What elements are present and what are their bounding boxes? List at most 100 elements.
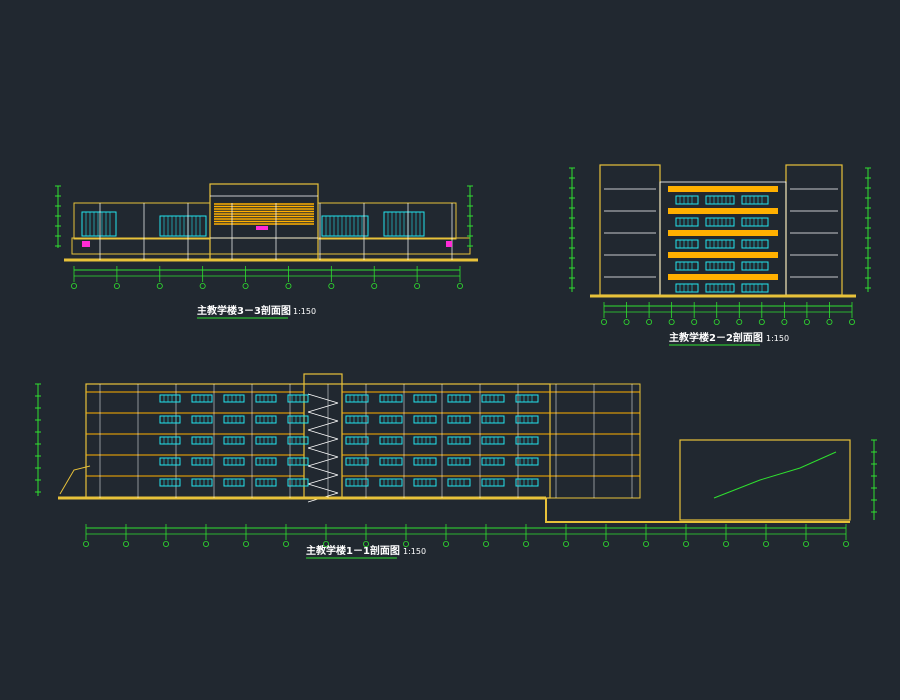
axis-bubble (162, 541, 169, 548)
window-mark (255, 457, 277, 466)
axis-bubble (123, 541, 130, 548)
window-mark (705, 239, 735, 249)
window-mark (255, 436, 277, 445)
window-mark (345, 415, 369, 424)
axis-bubble (402, 541, 409, 548)
axis-bubble (781, 318, 788, 325)
window-mark (705, 261, 735, 271)
window-mark (515, 415, 539, 424)
window-mark (705, 195, 735, 205)
window-mark (321, 215, 369, 237)
window-mark (447, 394, 471, 403)
window-mark (741, 283, 769, 293)
axis-bubble (414, 282, 421, 289)
window-mark (223, 436, 245, 445)
window-mark (481, 394, 505, 403)
axis-bubble (322, 541, 329, 548)
floor-slab (668, 274, 778, 280)
stair-flight (307, 456, 339, 467)
window-mark (675, 261, 699, 271)
window-mark (159, 394, 181, 403)
axis-bubble (456, 282, 463, 289)
window-mark (675, 217, 699, 227)
window-mark (159, 415, 181, 424)
axis-bubble (328, 282, 335, 289)
window-mark (287, 394, 309, 403)
stair-flight (307, 420, 339, 431)
section-1-1-drawing (35, 373, 877, 548)
window-mark (191, 478, 213, 487)
stair-flight (307, 438, 339, 449)
window-mark (675, 239, 699, 249)
floor-slab (668, 252, 778, 258)
window-mark (255, 415, 277, 424)
axis-bubble (646, 318, 653, 325)
axis-bubble (691, 318, 698, 325)
window-mark (413, 457, 437, 466)
axis-bubble (371, 282, 378, 289)
axis-bubble (113, 282, 120, 289)
window-mark (675, 195, 699, 205)
section-3-3-drawing (55, 183, 478, 289)
window-mark (675, 283, 699, 293)
section-3-3-title: 主教学楼3－3剖面图 (197, 304, 291, 317)
axis-bubble (683, 541, 690, 548)
axis-bubble (758, 318, 765, 325)
window-mark (223, 457, 245, 466)
axis-bubble (156, 282, 163, 289)
window-mark (447, 457, 471, 466)
axis-bubble (285, 282, 292, 289)
window-mark (515, 478, 539, 487)
window-mark (741, 217, 769, 227)
window-mark (159, 215, 207, 237)
axis-bubble (843, 541, 850, 548)
window-mark (413, 478, 437, 487)
axis-bubble (71, 282, 78, 289)
section-2-2-drawing (569, 164, 871, 325)
window-mark (255, 394, 277, 403)
axis-bubble (623, 318, 630, 325)
section-1-1-scale: 1:150 (403, 547, 426, 556)
window-mark (159, 478, 181, 487)
window-mark (81, 211, 117, 237)
window-mark (223, 478, 245, 487)
window-mark (287, 457, 309, 466)
window-mark (413, 415, 437, 424)
window-mark (345, 478, 369, 487)
window-mark (481, 436, 505, 445)
window-mark (191, 394, 213, 403)
window-mark (191, 436, 213, 445)
window-mark (159, 436, 181, 445)
axis-bubble (202, 541, 209, 548)
stair-flight (307, 411, 339, 422)
window-mark (447, 478, 471, 487)
axis-bubble (442, 541, 449, 548)
axis-bubble (803, 318, 810, 325)
axis-bubble (362, 541, 369, 548)
axis-bubble (849, 318, 856, 325)
window-mark (379, 478, 403, 487)
axis-bubble (713, 318, 720, 325)
axis-bubble (282, 541, 289, 548)
window-mark (223, 415, 245, 424)
window-mark (481, 478, 505, 487)
axis-bubble (83, 541, 90, 548)
window-mark (287, 415, 309, 424)
window-mark (191, 415, 213, 424)
stair-flight (307, 429, 339, 440)
axis-bubble (668, 318, 675, 325)
axis-bubble (723, 541, 730, 548)
axis-bubble (826, 318, 833, 325)
floor-slab (668, 230, 778, 236)
axis-bubble (736, 318, 743, 325)
axis-bubble (242, 282, 249, 289)
stair-flight (307, 393, 339, 404)
axis-bubble (601, 318, 608, 325)
stair-flight (307, 474, 339, 485)
axis-bubble (563, 541, 570, 548)
axis-bubble (603, 541, 610, 548)
window-mark (379, 415, 403, 424)
window-mark (379, 457, 403, 466)
floor-slab (668, 208, 778, 214)
stair-flight (307, 465, 339, 476)
